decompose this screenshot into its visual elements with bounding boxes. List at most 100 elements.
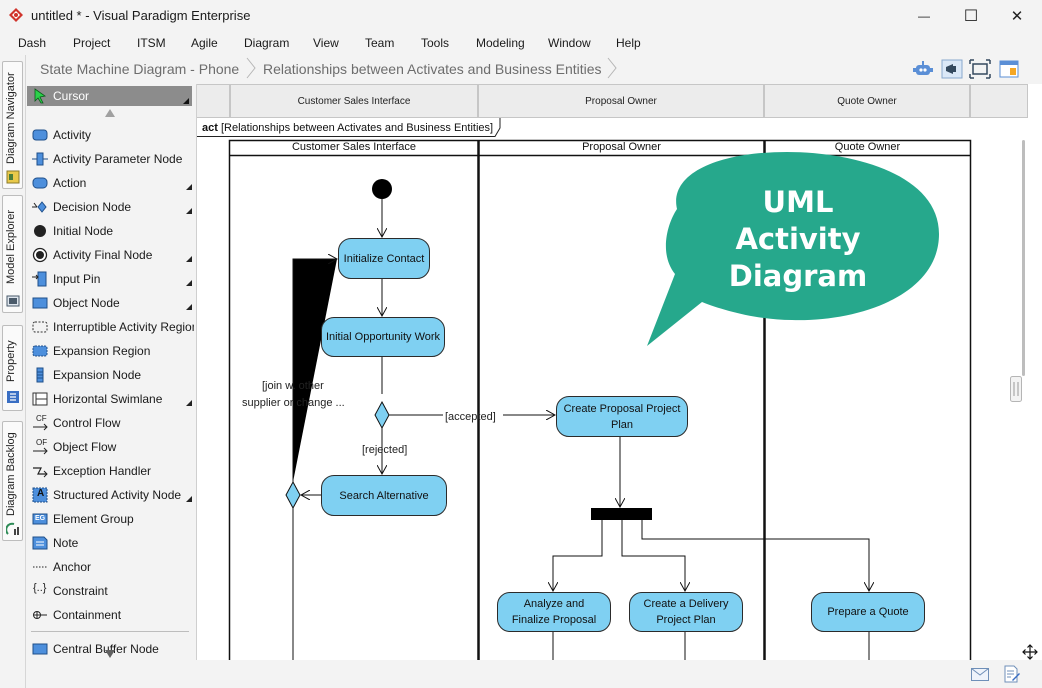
palette-item-interruptible-activity-region[interactable]: Interruptible Activity Region [27,316,194,338]
action-initialize-contact[interactable]: Initialize Contact [338,238,430,279]
menu-modeling[interactable]: Modeling [476,36,525,50]
palette-item-decision-node[interactable]: Decision Node [27,196,194,218]
column-header-customer-sales-interface[interactable]: Customer Sales Interface [230,84,478,118]
visual-paradigm-logo-icon [9,8,23,22]
diagram-palette: Cursor Activity Activity Parameter Node … [27,84,194,660]
side-tab-bar: Diagram Navigator Model Explorer Propert… [0,55,26,688]
announcement-icon[interactable] [941,59,963,79]
expand-corner-icon [183,98,189,104]
central-buffer-node-icon [32,643,48,655]
submenu-corner-icon [186,400,192,406]
horizontal-swimlane-icon [32,392,48,406]
layout-panel-icon[interactable] [998,59,1020,79]
property-icon [7,391,19,403]
mail-icon[interactable] [971,668,989,681]
palette-item-activity-final-node[interactable]: Activity Final Node [27,244,194,266]
palette-item-element-group[interactable]: EG Element Group [27,508,194,530]
palette-item-anchor[interactable]: Anchor [27,556,194,578]
palette-cursor-tool[interactable]: Cursor [27,86,192,106]
diagram-canvas[interactable]: Customer Sales Interface Proposal Owner … [196,84,1042,660]
column-header-label: Quote Owner [837,95,897,107]
containment-icon [33,611,47,619]
activity-final-node-icon [32,247,48,263]
palette-item-horizontal-swimlane[interactable]: Horizontal Swimlane [27,388,194,410]
palette-item-constraint[interactable]: {..} Constraint [27,580,194,602]
swimlane-quote-owner[interactable]: Quote Owner [834,141,901,153]
scroll-down-icon[interactable] [105,650,115,658]
scroll-up-icon[interactable] [105,109,115,117]
note-icon [32,536,48,550]
action-create-delivery-project-plan[interactable]: Create a Delivery Project Plan [629,592,743,632]
submenu-corner-icon [186,256,192,262]
palette-item-action[interactable]: Action [27,172,194,194]
column-header-quote-owner[interactable]: Quote Owner [764,84,970,118]
palette-item-activity-parameter-node[interactable]: Activity Parameter Node [27,148,194,170]
fit-to-screen-icon[interactable] [969,59,991,79]
breadcrumb-item-current-diagram[interactable]: Relationships between Activates and Busi… [263,61,602,77]
palette-item-central-buffer-node[interactable]: Central Buffer Node [27,638,194,660]
robot-assistant-icon[interactable] [912,59,934,79]
vertical-scrollbar-thumb[interactable] [1022,140,1025,376]
palette-item-initial-node[interactable]: Initial Node [27,220,194,242]
breadcrumb-item-state-machine[interactable]: State Machine Diagram - Phone [40,61,240,77]
palette-item-control-flow[interactable]: CF Control Flow [27,412,194,434]
callout-line: UML [762,185,834,219]
palette-item-note[interactable]: Note [27,532,194,554]
palette-item-input-pin[interactable]: Input Pin [27,268,194,290]
cursor-arrow-icon [34,88,46,104]
tab-diagram-backlog-label: Diagram Backlog [5,432,17,516]
menu-view[interactable]: View [313,36,339,50]
column-header-empty [970,84,1028,118]
palette-item-activity[interactable]: Activity [27,124,194,146]
control-flow-icon [33,423,48,431]
model-explorer-icon [6,295,20,307]
swimlane-proposal-owner[interactable]: Proposal Owner [582,141,661,153]
palette-item-object-flow[interactable]: OF Object Flow [27,436,194,458]
tab-diagram-navigator[interactable]: Diagram Navigator [2,61,23,189]
menu-tools[interactable]: Tools [421,36,450,50]
palette-item-exception-handler[interactable]: Exception Handler [27,460,194,482]
edit-document-icon[interactable] [1004,665,1020,683]
palette-item-structured-activity-node[interactable]: A Structured Activity Node [27,484,194,506]
action-analyze-and-finalize-proposal[interactable]: Analyze and Finalize Proposal [497,592,611,632]
palette-item-label: Expansion Region [53,344,151,358]
action-initial-opportunity-work[interactable]: Initial Opportunity Work [321,317,445,357]
palette-item-object-node[interactable]: Object Node [27,292,194,314]
title-bar: untitled * - Visual Paradigm Enterprise … [0,0,1042,32]
object-node-icon [32,297,48,309]
tab-diagram-backlog[interactable]: Diagram Backlog [2,421,23,541]
panel-grip-handle-icon[interactable] [1010,376,1022,402]
column-header-proposal-owner[interactable]: Proposal Owner [478,84,764,118]
maximize-button[interactable]: ☐ [948,0,994,32]
palette-item-containment[interactable]: Containment [27,604,194,626]
structured-tag: A [37,488,45,499]
submenu-corner-icon [186,280,192,286]
menu-project[interactable]: Project [73,36,111,50]
guard-join-label-line2: supplier or change ... [242,397,345,409]
action-search-alternative[interactable]: Search Alternative [321,475,447,516]
action-prepare-a-quote[interactable]: Prepare a Quote [811,592,925,632]
swimlane-customer-sales-interface[interactable]: Customer Sales Interface [291,141,417,153]
action-label: Initialize Contact [343,252,425,265]
menu-team[interactable]: Team [365,36,395,50]
menu-diagram[interactable]: Diagram [244,36,290,50]
minimize-button[interactable]: — [901,0,947,32]
maximize-icon: ☐ [963,8,979,25]
pan-move-icon[interactable] [1022,644,1038,660]
activity-frame-tag[interactable]: act [Relationships between Activates and… [198,120,498,138]
tab-property[interactable]: Property [2,325,23,411]
palette-item-expansion-node[interactable]: Expansion Node [27,364,194,386]
activity-parameter-node-icon [32,152,48,166]
menu-help[interactable]: Help [616,36,641,50]
action-create-proposal-project-plan[interactable]: Create Proposal Project Plan [556,396,688,437]
palette-item-label: Input Pin [53,272,101,286]
menu-dash[interactable]: Dash [18,36,47,50]
menu-window[interactable]: Window [548,36,591,50]
menu-itsm[interactable]: ITSM [137,36,166,50]
menu-agile[interactable]: Agile [191,36,218,50]
palette-item-expansion-region[interactable]: Expansion Region [27,340,194,362]
callout-uml-activity-diagram: UML Activity Diagram [712,184,884,295]
tab-model-explorer[interactable]: Model Explorer [2,195,23,313]
close-button[interactable]: ✕ [994,0,1040,32]
tab-property-label: Property [5,340,17,382]
